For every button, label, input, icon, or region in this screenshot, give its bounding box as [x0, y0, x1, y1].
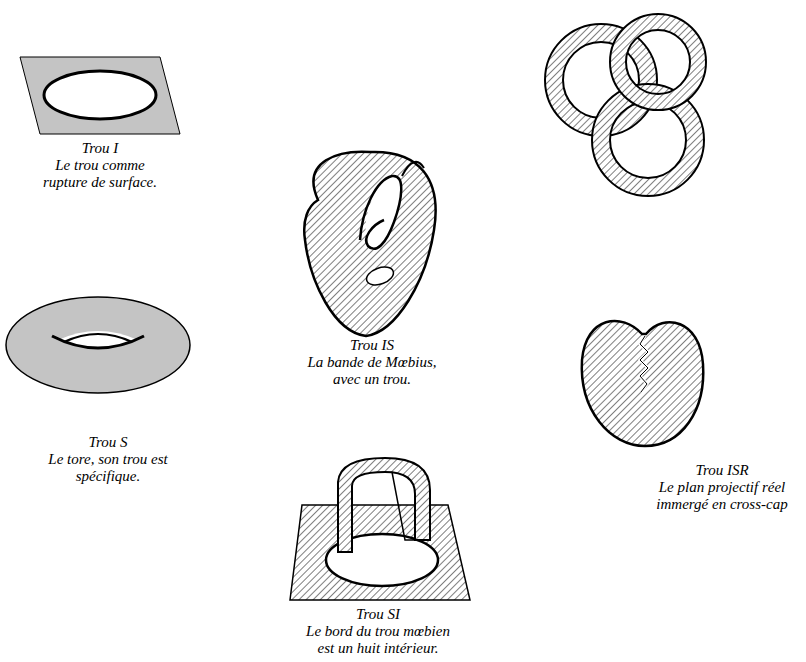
- caption-text: Le tore, son trou est spécifique.: [46, 451, 170, 485]
- caption-title: Trou ISR: [647, 462, 797, 479]
- caption-title: Trou S: [38, 434, 178, 451]
- plane-with-moebius-handle: [290, 458, 470, 600]
- caption-title: Trou IS: [302, 337, 442, 354]
- caption-text: Le bord du trou mœbien est un huit intér…: [298, 623, 458, 657]
- caption-text: Le trou comme rupture de surface.: [36, 157, 164, 191]
- torus: [6, 297, 190, 393]
- caption-text: Le plan projectif réel immergé en cross-…: [644, 479, 800, 513]
- moebius-band: [304, 152, 435, 336]
- caption-title: Trou SI: [303, 606, 453, 623]
- caption-title: Trou I: [35, 140, 165, 157]
- cross-cap: [582, 321, 703, 446]
- plane-with-hole: [20, 57, 180, 134]
- interlaced-bands: [545, 14, 706, 196]
- caption-text: La bande de Mœbius, avec un trou.: [297, 354, 447, 388]
